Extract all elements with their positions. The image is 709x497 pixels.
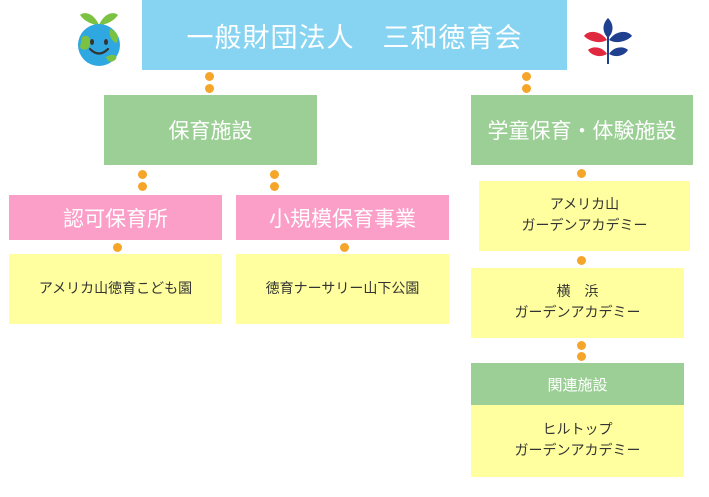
root-organization-box: 一般財団法人 三和徳育会 [142, 0, 567, 70]
smiling-earth-icon [78, 13, 120, 66]
connector-dot [577, 341, 586, 350]
facility-name: ヒルトップ ガーデンアカデミー [514, 422, 641, 459]
connector-dot [113, 243, 122, 252]
connector-dot [522, 72, 531, 81]
right-branch-box: 学童保育・体験施設 [471, 95, 693, 165]
connector-dot [270, 170, 279, 179]
facility-box: ヒルトップ ガーデンアカデミー [471, 405, 684, 477]
facility-name: 徳育ナーサリー山下公園 [265, 280, 420, 297]
facility-box: アメリカ山 ガーデンアカデミー [479, 181, 690, 251]
child-category-box: 認可保育所 [9, 195, 222, 240]
connector-dot [522, 84, 531, 93]
facility-box: アメリカ山徳育こども園 [9, 254, 222, 324]
child-category-box: 小規模保育事業 [236, 195, 449, 240]
related-category-box: 関連施設 [471, 363, 684, 405]
child-category-title: 小規模保育事業 [269, 206, 416, 231]
left-branch-box: 保育施設 [104, 95, 317, 165]
facility-name: 横 浜 ガーデンアカデミー [514, 284, 641, 321]
right-branch-title: 学童保育・体験施設 [487, 119, 677, 143]
connector-dot [577, 169, 586, 178]
facility-box: 横 浜 ガーデンアカデミー [471, 268, 684, 338]
connector-dot [138, 182, 147, 191]
root-title: 一般財団法人 三和徳育会 [186, 22, 523, 54]
related-category-title: 関連施設 [547, 375, 608, 394]
connector-dot [138, 170, 147, 179]
facility-name: アメリカ山 ガーデンアカデミー [521, 197, 648, 234]
connector-dot [340, 243, 349, 252]
plant-leaves-icon [584, 18, 632, 64]
connector-dot [577, 256, 586, 265]
facility-name: アメリカ山徳育こども園 [38, 280, 193, 297]
connector-dot [270, 182, 279, 191]
facility-box: 徳育ナーサリー山下公園 [236, 254, 449, 324]
child-category-title: 認可保育所 [63, 206, 168, 231]
connector-dot [205, 72, 214, 81]
connector-dot [577, 352, 586, 361]
connector-dot [205, 84, 214, 93]
left-branch-title: 保育施設 [168, 119, 253, 143]
